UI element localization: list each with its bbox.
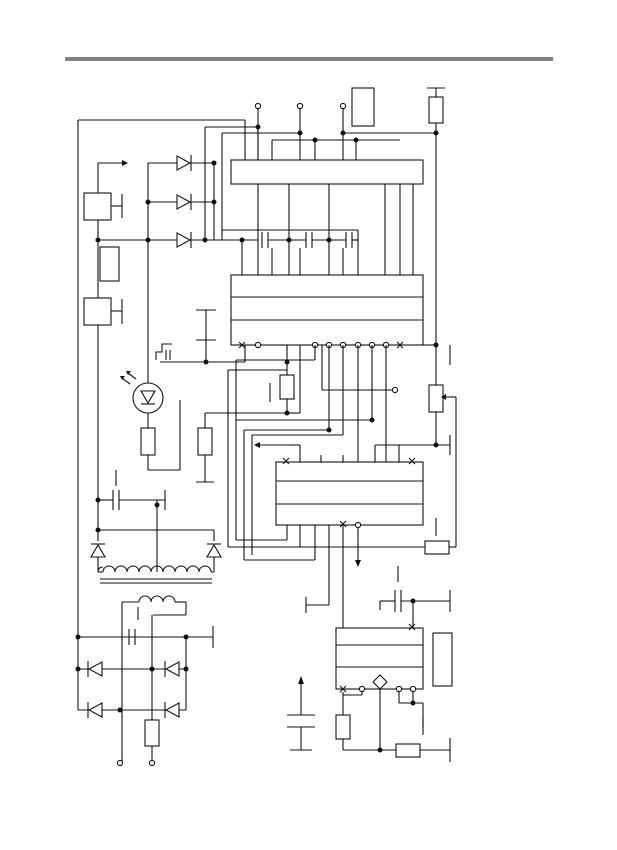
bottom-left-capacitor [287, 676, 315, 751]
middle-capacitor-group [155, 309, 246, 365]
left-resistor-2 [196, 412, 287, 483]
ic-top-chip [230, 159, 424, 275]
led-indicator [120, 360, 181, 471]
ic-interconnect-wires [235, 345, 400, 540]
top-component-box [351, 87, 375, 127]
transformer [90, 527, 222, 762]
ic-lower-chip [228, 457, 456, 628]
capacitor-row [222, 229, 359, 275]
header-rule [65, 57, 553, 61]
ic-bottom-chip [335, 566, 453, 762]
right-potentiometer [375, 345, 457, 547]
input-bridge-rectifier [75, 615, 214, 767]
top-bus-wires [204, 124, 439, 240]
top-terminals [254, 87, 375, 160]
ic-middle-chip [230, 274, 439, 349]
rectifier-diode-stack [98, 155, 258, 360]
secondary-capacitor [95, 470, 166, 572]
top-right-resistor [427, 87, 445, 345]
center-resistor [227, 345, 301, 547]
left-relay-column [77, 119, 246, 637]
